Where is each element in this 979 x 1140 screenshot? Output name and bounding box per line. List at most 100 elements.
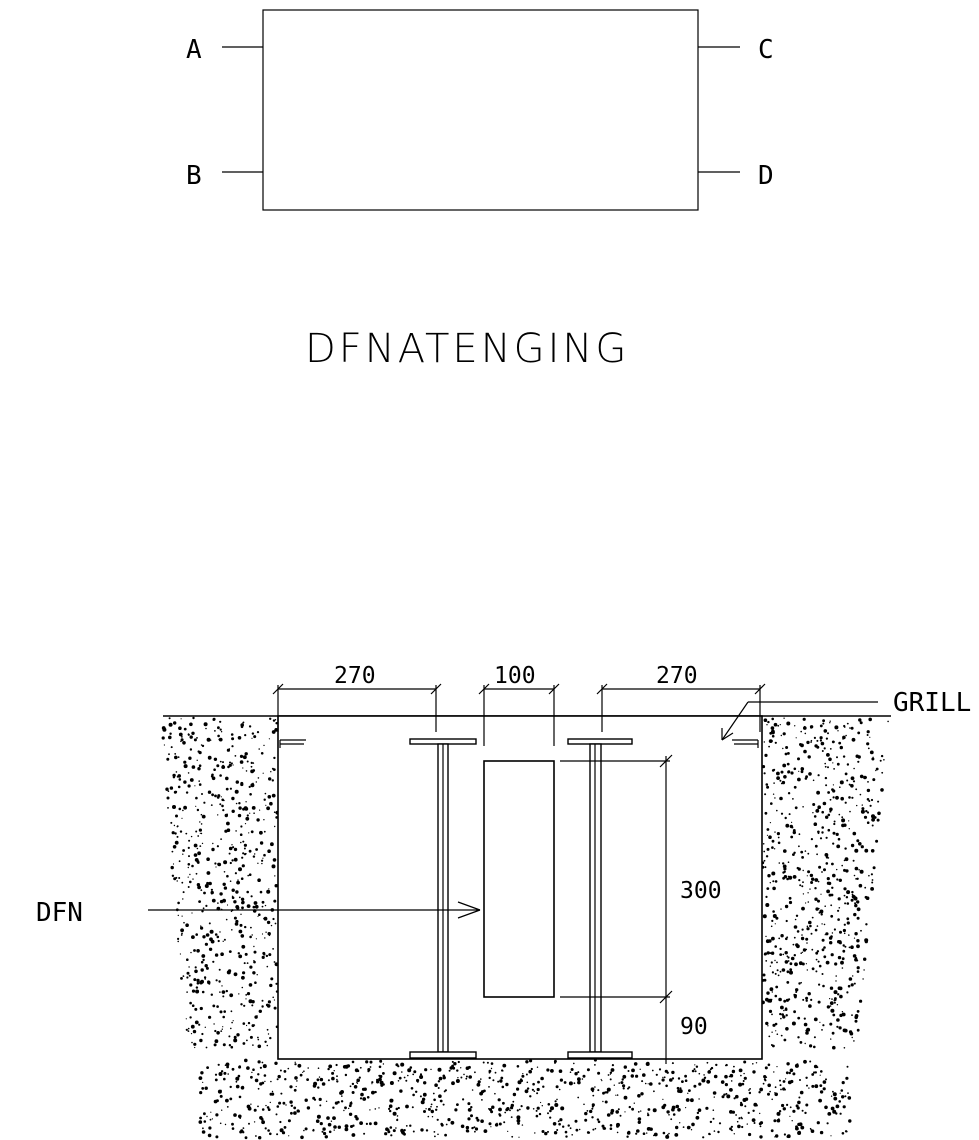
concrete-speck: [483, 1129, 488, 1133]
concrete-speck: [792, 798, 794, 800]
concrete-speck: [201, 910, 204, 913]
concrete-speck: [627, 1070, 630, 1072]
concrete-speck: [709, 1120, 713, 1124]
concrete-speck: [770, 802, 773, 805]
concrete-speck: [457, 1077, 459, 1079]
concrete-speck: [254, 853, 256, 855]
concrete-speck: [781, 1103, 785, 1108]
concrete-speck: [261, 862, 263, 865]
concrete-speck: [824, 934, 826, 936]
concrete-speck: [335, 1063, 338, 1067]
concrete-speck: [637, 1094, 641, 1098]
concrete-speck: [242, 852, 245, 855]
concrete-speck: [810, 881, 814, 884]
concrete-speck: [328, 1064, 333, 1069]
concrete-speck: [802, 869, 804, 872]
concrete-speck: [238, 867, 242, 872]
concrete-speck: [712, 1109, 715, 1111]
concrete-speck: [194, 1020, 199, 1025]
concrete-speck: [215, 1099, 219, 1103]
concrete-speck: [759, 1087, 764, 1092]
concrete-speck: [202, 1127, 204, 1130]
concrete-speck: [597, 1120, 601, 1124]
concrete-speck: [256, 1015, 258, 1017]
concrete-speck: [251, 1024, 255, 1028]
concrete-speck: [227, 765, 230, 769]
concrete-speck: [303, 1129, 305, 1132]
concrete-speck: [729, 1110, 733, 1114]
concrete-speck: [465, 1125, 470, 1130]
concrete-speck: [791, 826, 794, 829]
concrete-speck: [503, 1121, 506, 1124]
concrete-speck: [240, 934, 245, 938]
concrete-speck: [842, 949, 846, 953]
concrete-speck: [827, 732, 829, 735]
dim-left-label: 270: [334, 663, 376, 689]
concrete-speck: [504, 1111, 507, 1114]
concrete-speck: [618, 1082, 620, 1084]
concrete-speck: [853, 874, 856, 877]
concrete-speck: [830, 1095, 833, 1097]
concrete-speck: [236, 1033, 240, 1037]
concrete-speck: [810, 874, 813, 876]
concrete-speck: [826, 877, 830, 881]
concrete-speck: [193, 949, 196, 952]
concrete-speck: [430, 1103, 433, 1106]
concrete-speck: [246, 962, 249, 964]
concrete-speck: [198, 1076, 203, 1080]
concrete-speck: [244, 952, 248, 956]
concrete-speck: [824, 1105, 828, 1110]
concrete-speck: [783, 1038, 787, 1042]
concrete-speck: [841, 1012, 845, 1016]
concrete-speck: [243, 1004, 246, 1007]
concrete-speck: [579, 1128, 581, 1131]
concrete-speck: [851, 890, 854, 894]
concrete-speck: [875, 839, 879, 843]
concrete-speck: [200, 1071, 204, 1075]
concrete-speck: [498, 1122, 502, 1126]
concrete-speck: [833, 999, 836, 1002]
concrete-speck: [835, 1104, 840, 1109]
concrete-speck: [263, 953, 266, 956]
concrete-speck: [848, 820, 850, 822]
concrete-speck: [202, 935, 206, 939]
concrete-speck: [257, 1036, 259, 1039]
concrete-speck: [811, 967, 815, 971]
concrete-speck: [194, 1046, 196, 1049]
concrete-speck: [602, 1100, 604, 1103]
concrete-speck: [189, 748, 193, 751]
concrete-speck: [272, 719, 276, 722]
concrete-speck: [510, 1116, 513, 1118]
concrete-speck: [811, 916, 814, 919]
concrete-speck: [813, 1064, 818, 1069]
concrete-speck: [525, 1073, 528, 1076]
concrete-speck: [824, 853, 829, 857]
concrete-speck: [776, 832, 781, 836]
concrete-speck: [730, 1125, 734, 1128]
concrete-speck: [255, 1135, 257, 1137]
concrete-speck: [846, 917, 850, 921]
concrete-speck: [251, 806, 256, 810]
concrete-speck: [846, 722, 849, 725]
concrete-speck: [512, 1092, 517, 1097]
concrete-speck: [838, 907, 841, 909]
concrete-speck: [336, 1078, 338, 1081]
concrete-speck: [223, 1077, 226, 1081]
concrete-speck: [356, 1081, 358, 1083]
concrete-speck: [776, 809, 778, 812]
concrete-speck: [526, 1081, 529, 1084]
concrete-speck: [533, 1090, 536, 1092]
concrete-speck: [172, 845, 177, 849]
pit-outline: [277, 715, 763, 1060]
concrete-speck: [507, 1130, 509, 1132]
concrete-speck: [231, 1067, 235, 1071]
concrete-speck: [536, 1092, 539, 1095]
concrete-speck: [490, 1110, 494, 1114]
concrete-speck: [797, 1036, 800, 1039]
concrete-speck: [240, 877, 244, 880]
concrete-speck: [246, 1024, 248, 1027]
concrete-speck: [577, 1096, 580, 1099]
concrete-speck: [491, 1105, 495, 1109]
concrete-speck: [197, 767, 201, 771]
concrete-speck: [232, 1020, 234, 1022]
